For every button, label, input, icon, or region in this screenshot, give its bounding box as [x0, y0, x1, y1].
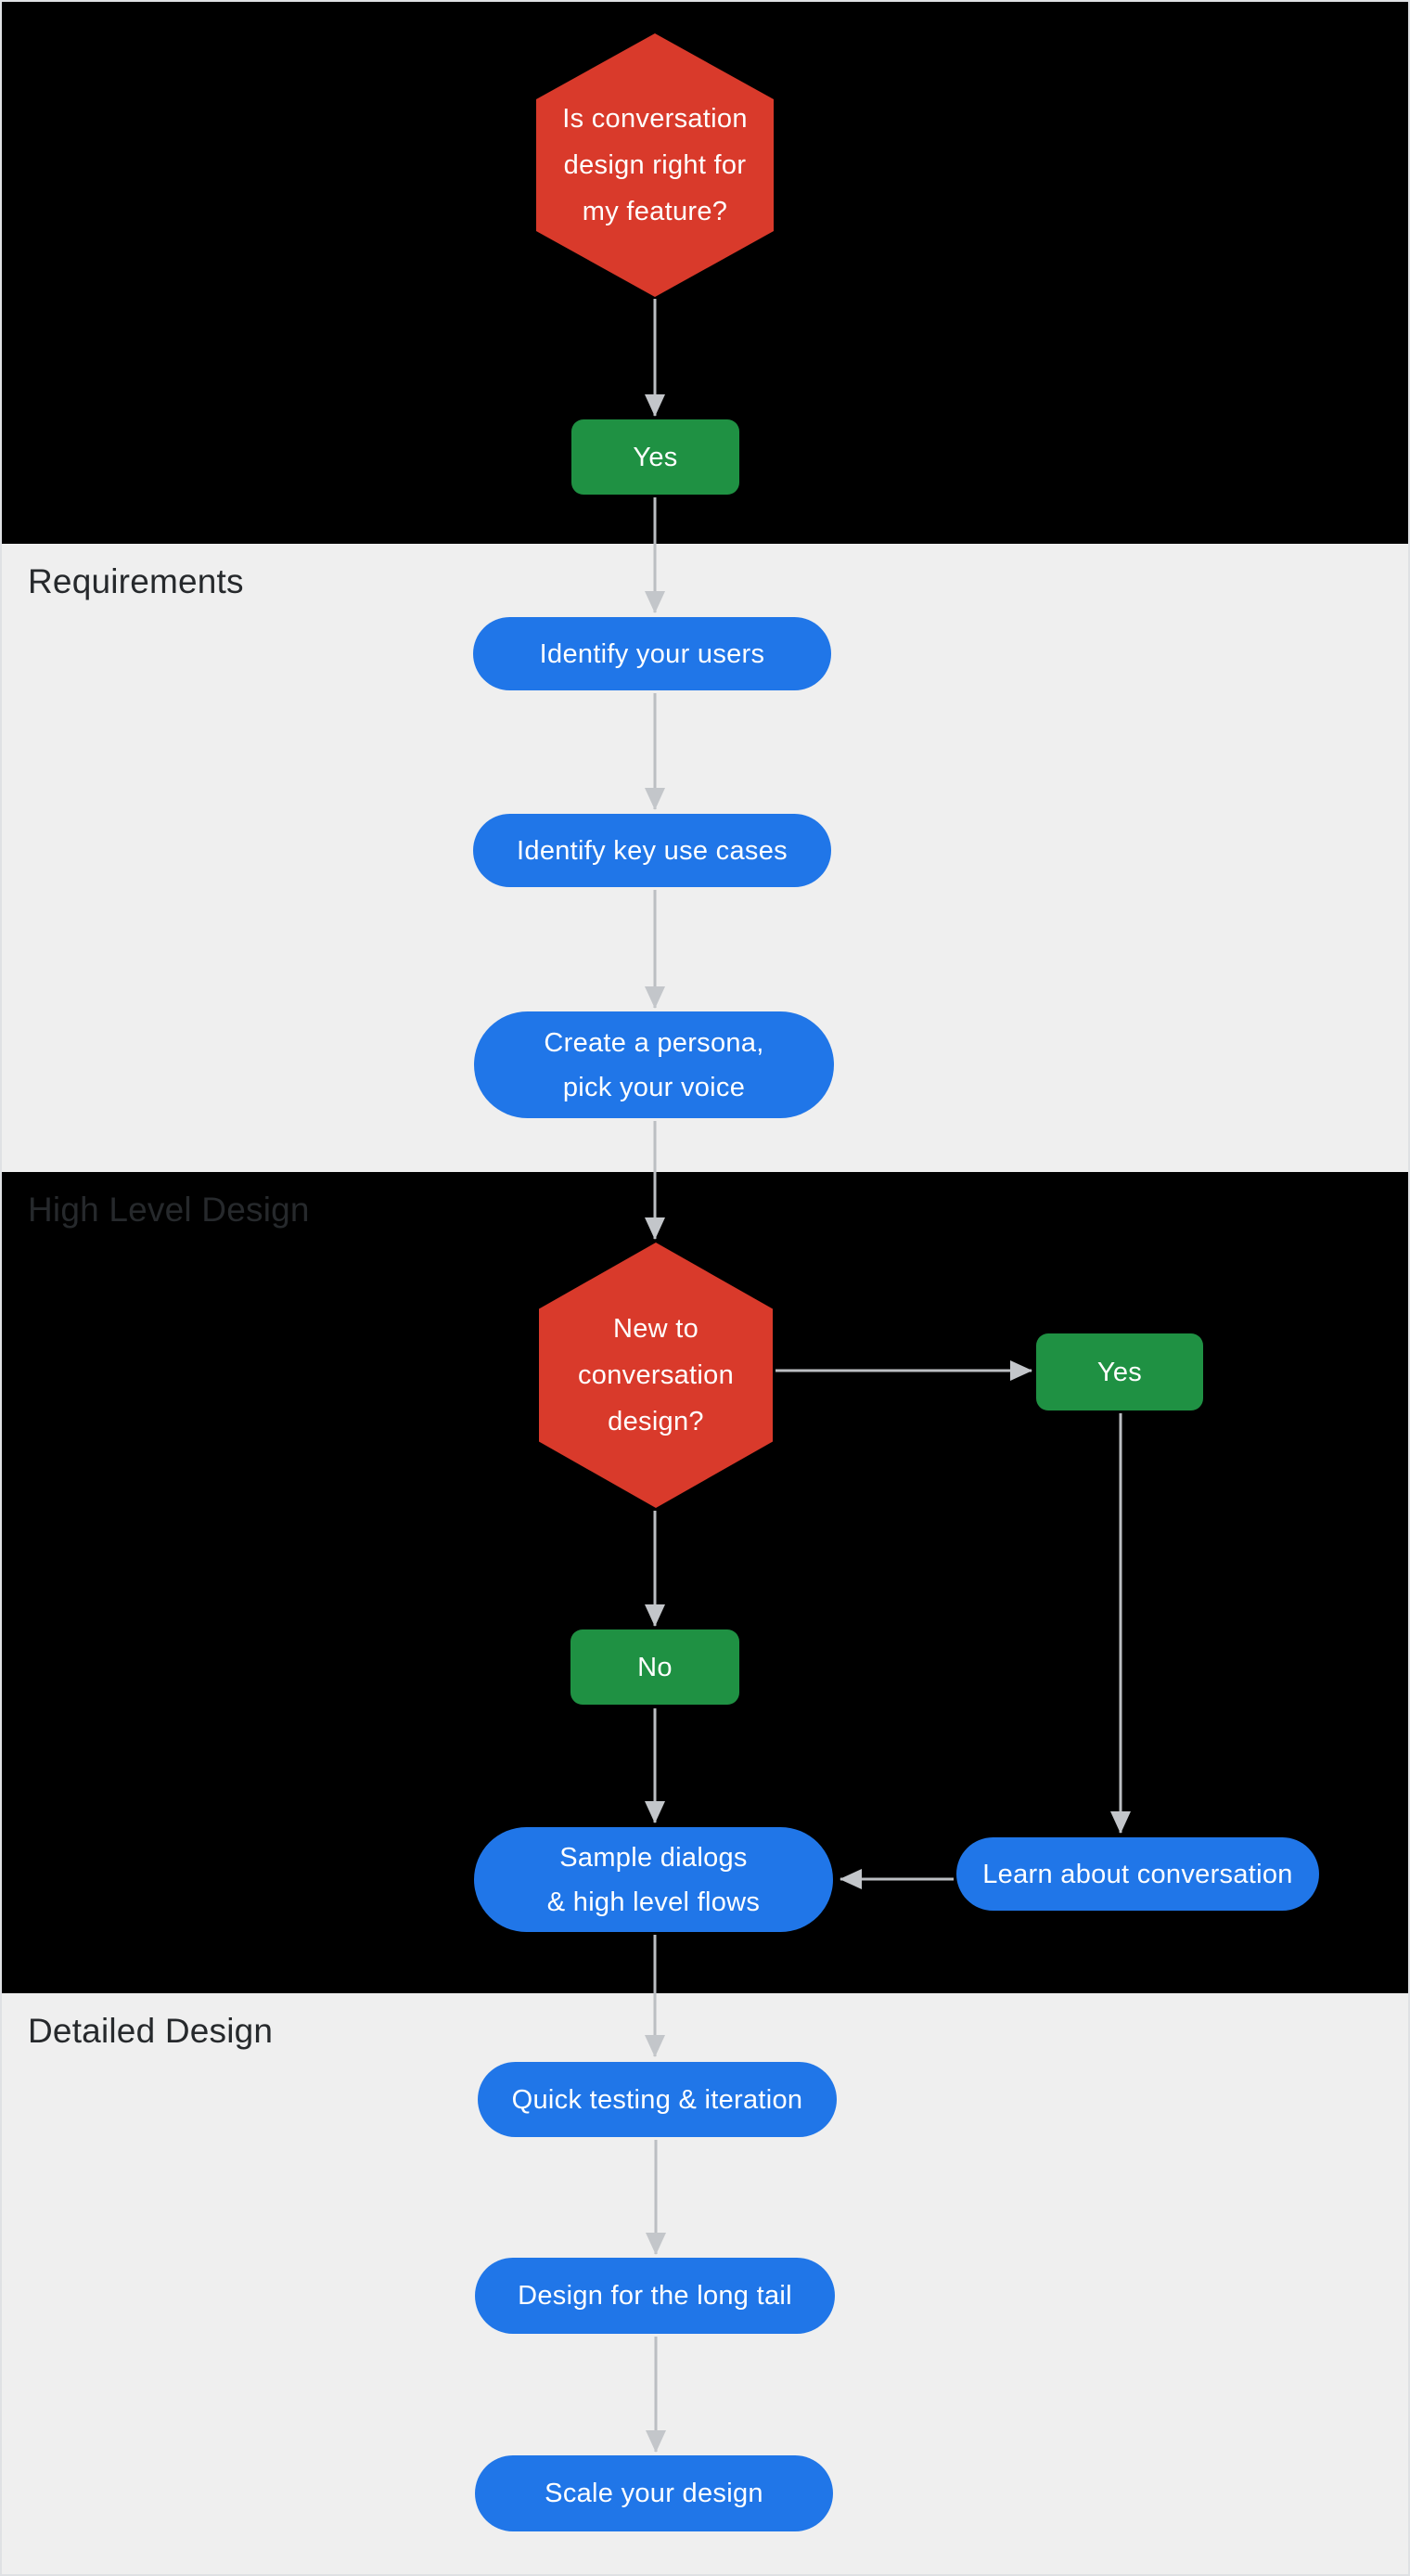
step-label: Design for the long tail	[518, 2281, 792, 2311]
step-identify-key-use-cases: Identify key use cases	[473, 814, 831, 887]
answer-yes-right: Yes	[1036, 1333, 1203, 1410]
decision-line: New to	[612, 1314, 699, 1344]
step-line: Create a persona,	[544, 1027, 764, 1058]
decision-line: conversation	[577, 1360, 735, 1390]
step-learn-about-conversation: Learn about conversation	[956, 1837, 1319, 1911]
step-label: Scale your design	[545, 2479, 763, 2508]
answer-label: No	[637, 1652, 673, 1682]
answer-label: Yes	[633, 442, 678, 472]
step-label: Identify key use cases	[517, 835, 788, 866]
step-scale-your-design: Scale your design	[475, 2455, 833, 2531]
step-create-persona-pick-voice: Create a persona, pick your voice	[474, 1011, 834, 1118]
step-line: & high level flows	[546, 1887, 761, 1917]
section-label-requirements: Requirements	[28, 562, 244, 600]
decision-line: design?	[608, 1407, 704, 1436]
section-label-detailed-design: Detailed Design	[28, 2012, 274, 2050]
step-line: pick your voice	[562, 1072, 746, 1102]
answer-label: Yes	[1096, 1357, 1143, 1387]
decision-line: my feature?	[582, 197, 728, 226]
step-label: Learn about conversation	[982, 1859, 1293, 1889]
step-label: Identify your users	[539, 638, 765, 669]
decision-is-conversation-design-right: Is conversation design right for my feat…	[536, 33, 774, 297]
step-identify-your-users: Identify your users	[473, 617, 831, 690]
step-label: Quick testing & iteration	[511, 2084, 803, 2115]
decision-line: design right for	[563, 150, 747, 180]
step-quick-testing-iteration: Quick testing & iteration	[478, 2062, 837, 2137]
step-sample-dialogs-high-level-flows: Sample dialogs & high level flows	[474, 1827, 833, 1932]
decision-line: Is conversation	[562, 104, 748, 134]
step-line: Sample dialogs	[559, 1842, 748, 1873]
answer-no: No	[570, 1629, 739, 1705]
step-design-for-long-tail: Design for the long tail	[475, 2258, 835, 2334]
section-label-high-level-design: High Level Design	[28, 1191, 310, 1229]
answer-yes-top: Yes	[571, 419, 739, 495]
